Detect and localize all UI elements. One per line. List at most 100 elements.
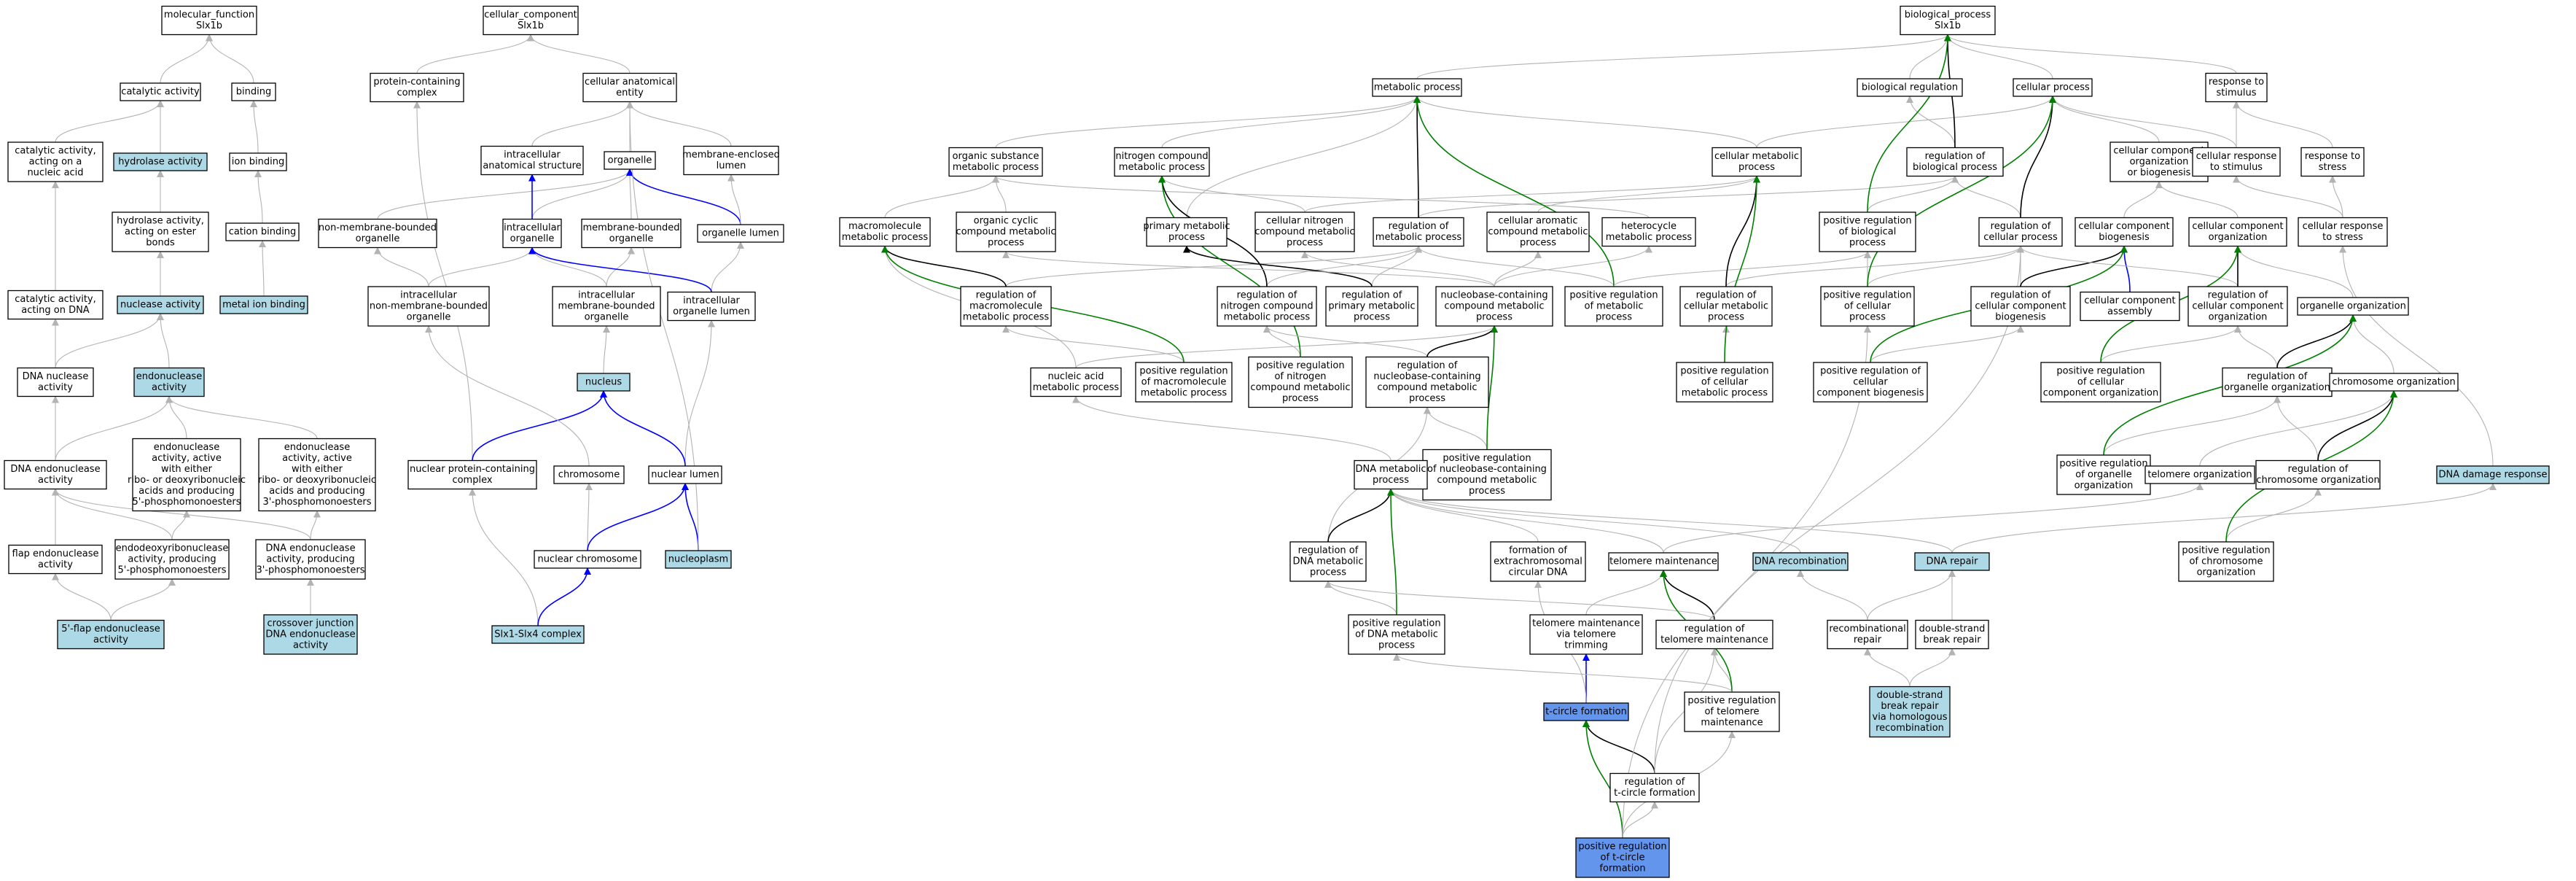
- go-term-node[interactable]: nucleus: [577, 373, 631, 392]
- go-term-node[interactable]: cellular process: [2013, 78, 2093, 97]
- go-term-node[interactable]: chromosome: [553, 465, 625, 484]
- go-term-node[interactable]: catalytic activity,acting on DNA: [7, 290, 104, 320]
- go-term-node[interactable]: DNA recombination: [1752, 552, 1849, 571]
- go-term-node[interactable]: cation binding: [225, 222, 300, 241]
- go-term-node[interactable]: t-circle formation: [1543, 702, 1629, 721]
- go-term-node[interactable]: telomere organization: [2144, 465, 2255, 484]
- go-term-node[interactable]: catalytic activity: [120, 82, 201, 101]
- go-term-node[interactable]: Slx1-Slx4 complex: [491, 625, 585, 644]
- go-term-node[interactable]: nuclease activity: [117, 295, 204, 314]
- go-term-node[interactable]: nuclear lumen: [648, 465, 722, 484]
- go-term-node[interactable]: DNA damage response: [2436, 465, 2550, 484]
- go-term-node[interactable]: telomere maintenance: [1608, 552, 1719, 571]
- go-term-node[interactable]: nucleoplasm: [665, 550, 732, 569]
- go-term-node[interactable]: DNA repair: [1914, 552, 1990, 571]
- go-term-node[interactable]: biological regulation: [1857, 78, 1963, 97]
- go-term-node[interactable]: regulation oft-circle formation: [1609, 772, 1700, 803]
- go-term-node[interactable]: organelle: [604, 151, 656, 170]
- go-term-node[interactable]: positive regulation ofcellularcomponent …: [1813, 362, 1928, 403]
- go-term-node[interactable]: metabolic process: [1372, 78, 1462, 97]
- go-term-node[interactable]: intracellularnon-membrane-boundedorganel…: [367, 286, 490, 327]
- go-term-node[interactable]: ion binding: [229, 152, 287, 171]
- go-term-node[interactable]: metal ion binding: [219, 295, 308, 314]
- go-term-node[interactable]: binding: [231, 82, 276, 101]
- go-term-node[interactable]: organelle organization: [2297, 297, 2409, 316]
- go-term-node[interactable]: organelle lumen: [697, 224, 784, 243]
- go-term-node[interactable]: nuclear chromosome: [534, 550, 641, 569]
- go-term-node[interactable]: regulation ofnucleobase-containingcompou…: [1365, 356, 1489, 408]
- go-term-node[interactable]: chromosome organization: [2329, 373, 2459, 392]
